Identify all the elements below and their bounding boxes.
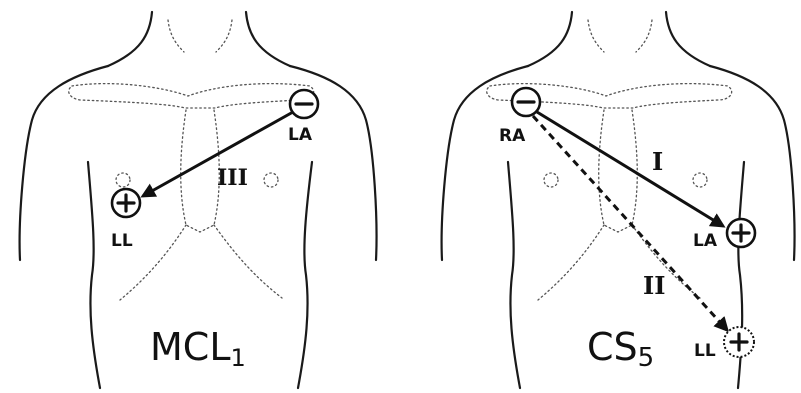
electrode-label-ra: RA	[499, 126, 526, 146]
panel-mcl1: LA LL III MCL1	[20, 12, 377, 388]
electrode-label-la-left: LA	[288, 125, 313, 145]
positive-electrode-ll-right	[724, 327, 754, 357]
panel-cs5: RA LA LL I II CS5	[442, 12, 795, 388]
electrode-label-la-right: LA	[693, 231, 718, 251]
positive-electrode-ll-left	[112, 189, 140, 217]
lead-arrow-ii	[533, 116, 727, 330]
panel-title-mcl1: MCL1	[150, 325, 246, 372]
positive-electrode-la-right	[727, 219, 755, 247]
panel-title-sub-left: 1	[231, 344, 246, 372]
lead-label-iii: III	[217, 165, 248, 191]
panel-title-main-left: MCL	[150, 325, 231, 369]
lead-arrow-i	[537, 112, 723, 226]
lead-label-i: I	[652, 147, 663, 176]
electrode-label-ll-right: LL	[694, 341, 716, 361]
electrode-label-ll-left: LL	[111, 231, 133, 251]
panel-title-main-right: CS	[587, 325, 638, 369]
negative-electrode-la-left	[290, 90, 318, 118]
negative-electrode-ra-right	[512, 88, 540, 116]
panel-title-sub-right: 5	[638, 343, 655, 373]
lead-label-ii: II	[643, 271, 665, 300]
panel-title-cs5: CS5	[587, 325, 654, 373]
skeleton-dotted-left	[69, 84, 314, 300]
